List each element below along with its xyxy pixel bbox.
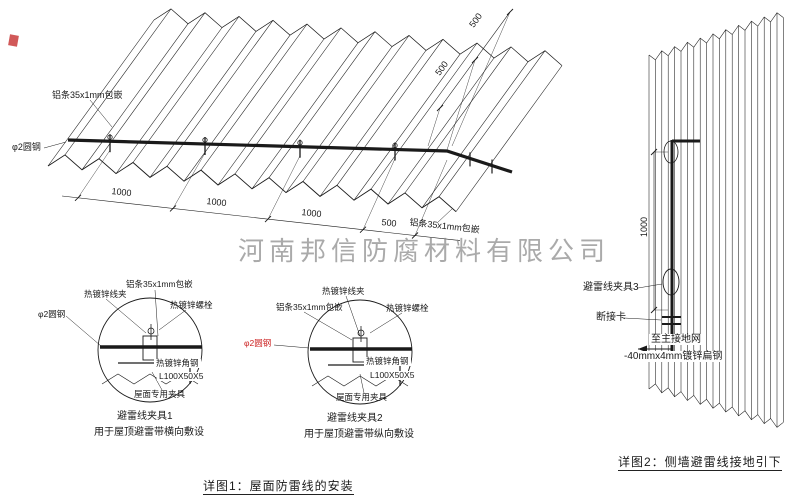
wire-clamp-label: 热镀锌线夹 — [84, 289, 127, 299]
round-steel-label: φ2圆钢 — [12, 142, 41, 152]
angle-spec-label: L100X50X5 — [368, 370, 417, 381]
detail-drawing2-caption: 详图2：侧墙避雷线接地引下 — [618, 455, 782, 472]
roof-clamp-label: 屋面专用夹具 — [134, 389, 186, 399]
wall-dim-1000-label: 1000 — [639, 216, 650, 237]
angle-steel-label: 热镀锌角钢 — [364, 356, 411, 367]
watermark-text: 河南邦信防腐材料有限公司 — [238, 236, 611, 266]
angle-steel-label: 热镀锌角钢 — [154, 358, 201, 369]
wire-clamp-label: 热镀锌线夹 — [322, 286, 365, 296]
dim-500-label: 500 — [380, 217, 398, 229]
round-steel-label: φ2圆钢 — [38, 309, 66, 319]
dim-1000-label: 1000 — [110, 186, 133, 199]
detail2-subtitle: 用于屋顶避雷带纵向敷设 — [304, 429, 414, 440]
detail2-title: 避雷线夹具2 — [327, 413, 383, 424]
roof-clamp-label: 屋面专用夹具 — [336, 392, 388, 402]
clamp3-label: 避雷线夹具3 — [583, 282, 639, 293]
to-ground-label: 至主接地网 — [649, 334, 703, 345]
alu-strip-label: 铝条35x1mm包嵌 — [126, 279, 193, 289]
detail1-subtitle: 用于屋顶避雷带横向敷设 — [94, 427, 204, 438]
round-steel-label-red: φ2圆钢 — [244, 338, 272, 348]
red-stamp-mark — [8, 34, 19, 47]
bolt-label: 热镀锌螺栓 — [386, 303, 429, 313]
alu-strip-label: 铝条35x1mm包嵌 — [276, 302, 343, 312]
alu-strip-label-top: 铝条35x1mm包嵌 — [52, 90, 123, 100]
angle-spec-label: L100X50X5 — [157, 371, 206, 382]
detail1-title: 避雷线夹具1 — [117, 411, 173, 422]
bolt-label: 热镀锌螺栓 — [170, 300, 213, 310]
dim-1000-label: 1000 — [205, 196, 228, 209]
dim-1000-label: 1000 — [300, 207, 323, 220]
detail-drawing1-caption: 详图1：屋面防雷线的安装 — [203, 479, 354, 496]
flat-steel-label: -40mmx4mm镀锌扁钢 — [622, 351, 725, 362]
disconnect-card-label: 断接卡 — [596, 312, 626, 323]
